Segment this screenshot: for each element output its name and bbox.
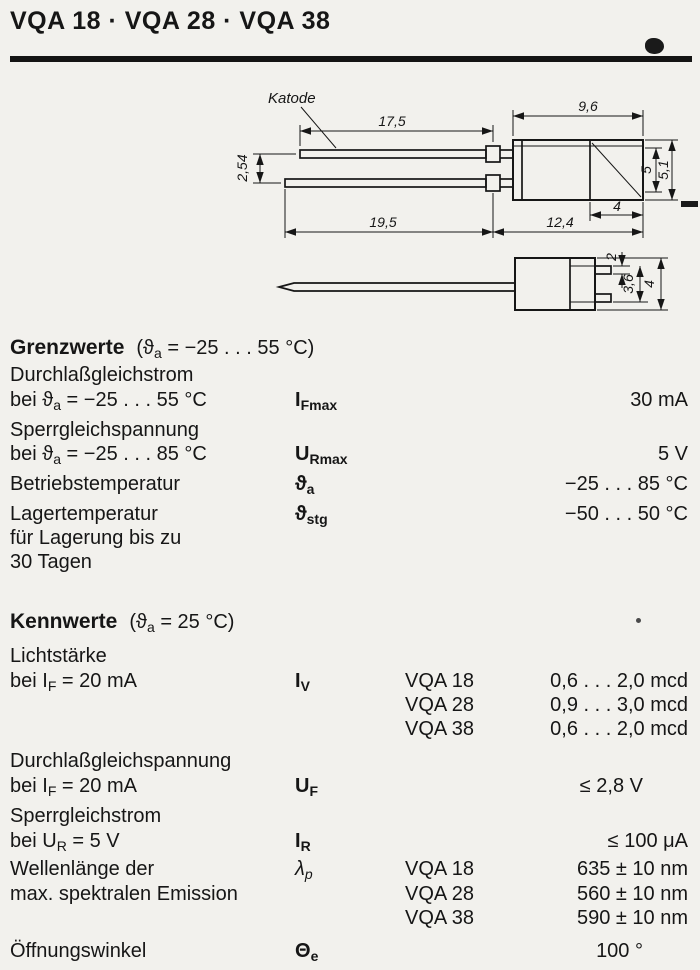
spec-label: Lichtstärke [10,645,107,667]
variant-value: 0,6 . . . 2,0 mcd [550,670,688,692]
scan-artifact [645,38,664,54]
variant-value: 635 ± 10 nm [576,858,688,880]
dim-label-2: 2 [603,253,619,262]
dim-label-3-6: 3,6 [620,274,636,294]
dim-label-5-1: 5,1 [655,160,671,179]
grenzwerte-condition: (ϑa = −25 . . . 55 °C) [136,337,315,361]
spec-label: Wellenlänge der [10,858,155,880]
spec-label: bei ϑa = −25 . . . 55 °C [10,389,207,413]
variant-name: VQA 38 [405,718,474,740]
dim-label-5: 5 [638,166,654,174]
spec-symbol: ϑa [295,473,315,497]
spec-label: bei ϑa = −25 . . . 85 °C [10,443,207,467]
spec-label: für Lagerung bis zu [10,527,182,549]
spec-label: Durchlaßgleichspannung [10,750,232,772]
scan-artifact [681,201,698,207]
variant-value: 0,6 . . . 2,0 mcd [550,718,688,740]
variant-name: VQA 18 [405,670,474,692]
kennwerte-condition: (ϑa = 25 °C) [129,611,235,635]
spec-label: Öffnungswinkel [10,940,147,962]
variant-name: VQA 28 [405,694,474,716]
dim-label-4-depth: 4 [641,280,657,288]
spec-value: 100 ° [596,940,643,962]
spec-label: Sperrgleichstrom [10,805,162,827]
variant-name: VQA 28 [405,883,474,905]
dim-label-9-6: 9,6 [578,98,598,114]
grenzwerte-heading-text: Grenzwerte [10,336,125,359]
katode-leader-line [300,106,337,149]
variant-name: VQA 18 [405,858,474,880]
lower-lead-crimp [485,174,501,192]
spec-label: bei IF = 20 mA [10,775,137,799]
spec-symbol: Θe [295,940,319,964]
spec-symbol: URmax [295,443,348,467]
variant-value: 590 ± 10 nm [576,907,688,929]
spec-symbol: UF [295,775,319,799]
led-side-view [284,139,644,201]
kennwerte-heading-text: Kennwerte [10,610,118,633]
front-lead [275,282,516,292]
spec-value: −25 . . . 85 °C [564,473,688,495]
kennwerte-heading: Kennwerte (ϑa = 25 °C) [10,610,234,634]
spec-value: 5 V [657,443,688,465]
spec-symbol: IV [295,670,310,694]
variant-value: 0,9 . . . 3,0 mcd [550,694,688,716]
spec-label: bei UR = 5 V [10,830,120,854]
spec-value: −50 . . . 50 °C [564,503,688,525]
upper-lead-crimp [485,145,501,163]
title-rule [10,56,692,62]
spec-value: ≤ 100 μA [607,830,688,852]
led-body [512,139,644,201]
spec-symbol: λp [295,858,313,882]
dim-label-17-5: 17,5 [378,113,405,129]
upper-lead [299,149,487,159]
dimension-labels: Katode 17,5 9,6 2,54 5 5,1 4 19,5 12,4 2… [234,90,671,294]
spec-label: Betriebstemperatur [10,473,181,495]
scan-artifact [636,618,641,623]
front-tab-bottom [594,293,612,303]
spec-label: Sperrgleichspannung [10,419,200,441]
spec-label: Lagertemperatur [10,503,158,525]
page-title: VQA 18 · VQA 28 · VQA 38 [10,7,331,35]
front-tab-top [594,265,612,275]
spec-symbol: ϑstg [295,503,328,527]
variant-value: 560 ± 10 nm [576,883,688,905]
dimension-lines [253,106,678,311]
variant-name: VQA 38 [405,907,474,929]
spec-label: 30 Tagen [10,551,92,573]
led-front-view [275,257,612,311]
katode-label: Katode [268,90,316,107]
dim-label-19-5: 19,5 [369,214,396,230]
dim-label-12-4: 12,4 [546,214,573,230]
front-body [514,257,596,311]
spec-value: 30 mA [630,389,688,411]
technical-drawing: Katode 17,5 9,6 2,54 5 5,1 4 19,5 12,4 2… [234,90,678,311]
dim-label-2-54: 2,54 [234,154,250,182]
lower-lead [284,178,487,188]
spec-value: ≤ 2,8 V [579,775,643,797]
dim-label-4-front: 4 [613,198,621,214]
spec-label: bei IF = 20 mA [10,670,137,694]
spec-symbol: IR [295,830,311,854]
spec-label: Durchlaßgleichstrom [10,364,194,386]
spec-symbol: IFmax [295,389,338,413]
spec-label: max. spektralen Emission [10,883,238,905]
grenzwerte-heading: Grenzwerte (ϑa = −25 . . . 55 °C) [10,336,314,360]
